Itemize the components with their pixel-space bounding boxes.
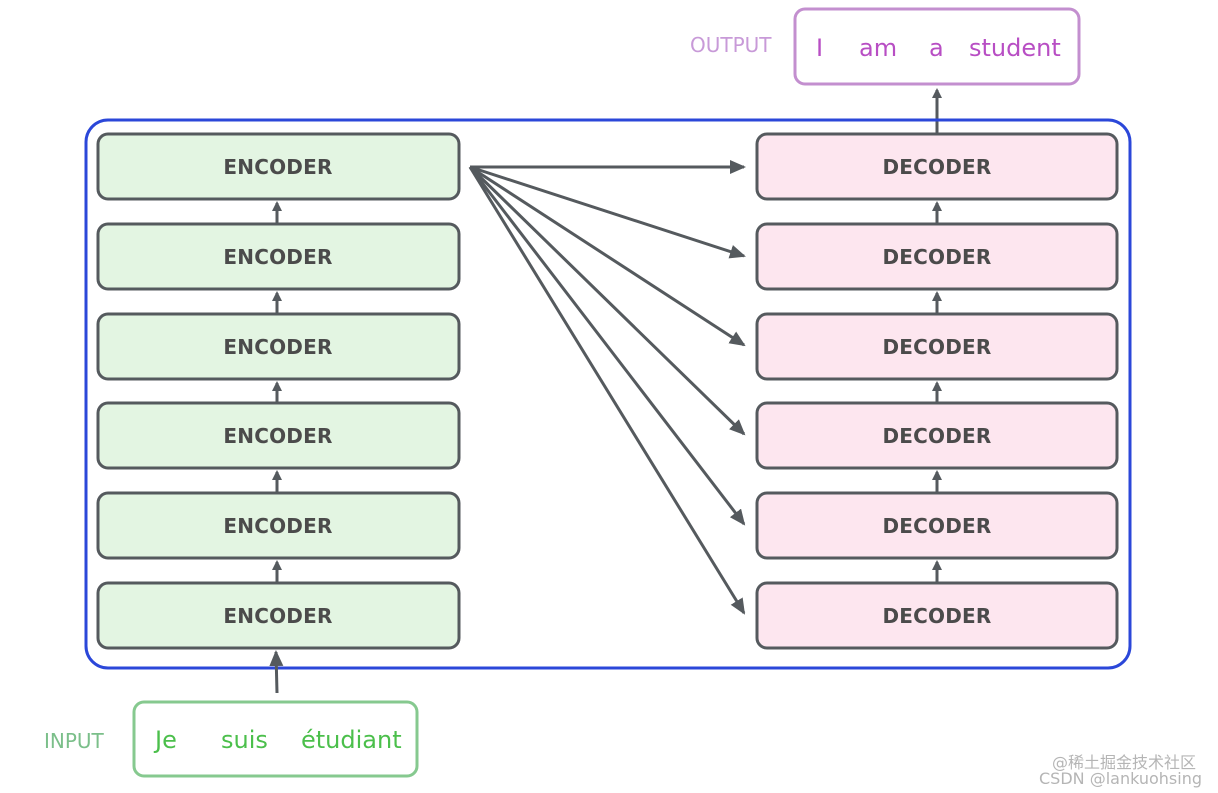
decoder-stack: DECODER DECODER DECODER DECODER DECODER … bbox=[755, 132, 1119, 650]
decoder-label: DECODER bbox=[882, 245, 991, 269]
decoder-label: DECODER bbox=[882, 155, 991, 179]
input-box bbox=[132, 700, 419, 778]
decoder-label: DECODER bbox=[882, 604, 991, 628]
encoder-label: ENCODER bbox=[223, 155, 332, 179]
encoder-decoder-arrow bbox=[468, 166, 746, 526]
output-tag: OUTPUT bbox=[690, 33, 772, 57]
encoder-decoder-arrow bbox=[468, 165, 746, 436]
encoder-decoder-arrow bbox=[468, 166, 746, 615]
watermark-csdn: CSDN @lankuohsing bbox=[1039, 769, 1202, 788]
input-to-encoder-arrow bbox=[269, 650, 284, 694]
input-tag: INPUT bbox=[44, 729, 105, 753]
encoder-label: ENCODER bbox=[223, 514, 332, 538]
encoder-decoder-arrow bbox=[469, 165, 746, 347]
encoder-label: ENCODER bbox=[223, 245, 332, 269]
watermark-juejin: @稀土掘金技术社区 bbox=[1052, 753, 1196, 772]
decoder-label: DECODER bbox=[882, 424, 991, 448]
input-word: étudiant bbox=[301, 726, 402, 754]
encoder-label: ENCODER bbox=[223, 335, 332, 359]
encoder-arrows bbox=[269, 201, 284, 694]
encoder-box bbox=[96, 132, 461, 201]
input-word: suis bbox=[221, 726, 268, 754]
decoder-label: DECODER bbox=[882, 335, 991, 359]
encoder-label: ENCODER bbox=[223, 604, 332, 628]
encoder-decoder-arrow bbox=[469, 165, 746, 259]
output-box bbox=[793, 7, 1081, 86]
input-word: Je bbox=[153, 726, 177, 754]
output-word: I bbox=[816, 34, 823, 62]
decoder-box bbox=[755, 132, 1119, 201]
encoder-stack: ENCODER ENCODER ENCODER ENCODER ENCODER … bbox=[96, 132, 461, 650]
encoder-to-decoder-arrows bbox=[468, 160, 746, 615]
output-word: am bbox=[859, 34, 897, 62]
output-word: student bbox=[969, 34, 1061, 62]
model-container bbox=[84, 118, 1132, 670]
decoder-label: DECODER bbox=[882, 514, 991, 538]
output-word: a bbox=[929, 34, 944, 62]
encoder-label: ENCODER bbox=[223, 424, 332, 448]
